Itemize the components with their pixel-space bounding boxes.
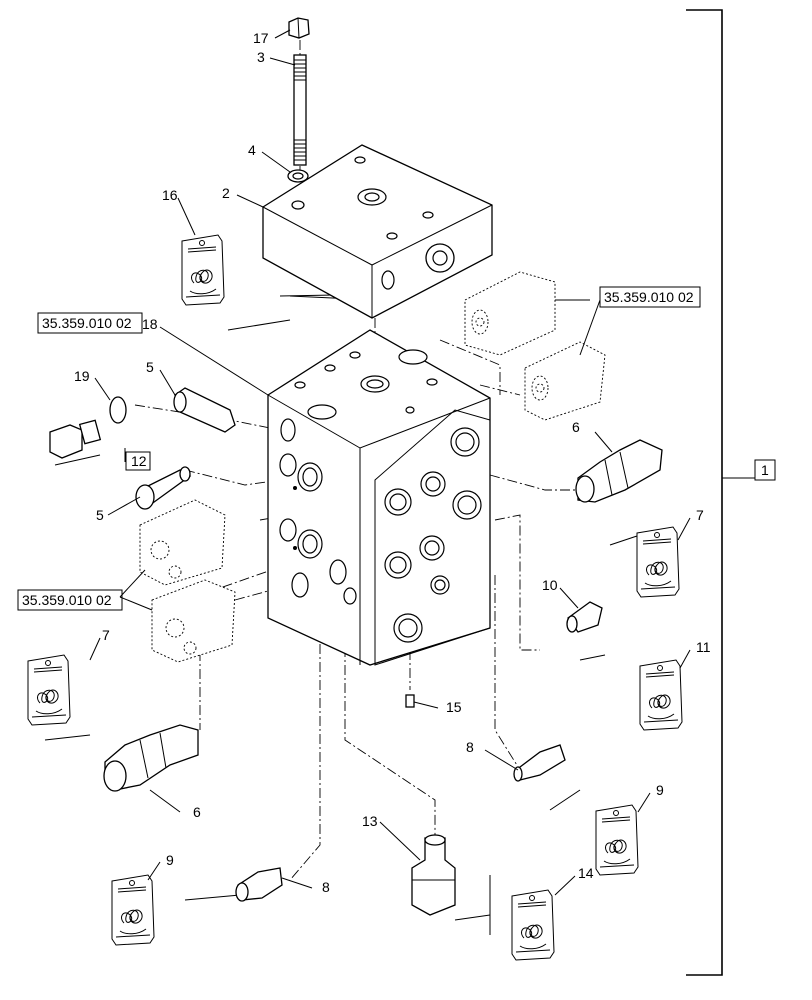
check-valve-13 [411, 834, 456, 916]
valve-body [267, 329, 491, 666]
callout-10: 10 [542, 577, 558, 593]
callout-5-upper: 5 [146, 359, 154, 375]
callout-12: 12 [131, 453, 147, 469]
phantom-module-left-lower [151, 579, 236, 663]
ref-box-top-right [599, 286, 701, 308]
callout-18: 18 [142, 316, 158, 332]
seal-kit-bag-icon [639, 659, 683, 731]
callout-14: 14 [578, 865, 594, 881]
seal-kit-bag-icon [27, 654, 71, 726]
plug-10 [566, 601, 603, 633]
cartridge-5-lower [135, 466, 192, 510]
callout-5-lower: 5 [96, 507, 104, 523]
ref-left-upper[interactable]: 35.359.010 02 [42, 315, 132, 331]
callout-17: 17 [253, 30, 269, 46]
cover-block-2 [262, 144, 493, 319]
callout-6-right: 6 [572, 419, 580, 435]
callout-8-right: 8 [466, 739, 474, 755]
stud-3 [293, 54, 307, 166]
valve-8-left [235, 867, 283, 902]
valve-8-right [513, 744, 566, 782]
callout-box-1 [754, 459, 776, 481]
callout-box-12 [125, 451, 151, 471]
callout-2: 2 [222, 185, 230, 201]
relief-valve-6-right [575, 439, 663, 503]
callout-15: 15 [446, 699, 462, 715]
ref-box-left-lower [17, 589, 123, 611]
callout-9-left: 9 [166, 852, 174, 868]
ref-top-right[interactable]: 35.359.010 02 [604, 289, 694, 305]
plug-19 [49, 419, 102, 459]
callout-16: 16 [162, 187, 178, 203]
seal-kit-bag-icon [181, 234, 225, 306]
callout-4: 4 [248, 142, 256, 158]
callout-7-left: 7 [102, 627, 110, 643]
nut-17 [288, 17, 310, 39]
callout-8-left: 8 [322, 879, 330, 895]
callout-7-right: 7 [696, 507, 704, 523]
phantom-module-lower [524, 341, 606, 421]
phantom-module-upper [464, 271, 556, 356]
callout-1: 1 [761, 462, 769, 478]
seal-kit-bag-icon [636, 526, 680, 598]
assembly-bracket [686, 9, 723, 976]
callout-11: 11 [696, 639, 711, 655]
phantom-module-left-upper [139, 499, 226, 586]
relief-valve-6-left [103, 724, 199, 792]
callout-9-right: 9 [656, 782, 664, 798]
seal-kit-bag-icon [595, 804, 639, 876]
cartridge-5-upper [173, 387, 236, 433]
callout-3: 3 [257, 49, 265, 65]
callout-19: 19 [74, 368, 90, 384]
callout-6-left: 6 [193, 804, 201, 820]
callout-13: 13 [362, 813, 378, 829]
ref-left-lower[interactable]: 35.359.010 02 [22, 592, 112, 608]
o-ring-19 [109, 396, 127, 424]
pin-15 [405, 694, 415, 708]
seal-kit-bag-icon [511, 889, 555, 961]
ref-box-left-upper [37, 312, 143, 334]
washer-4 [287, 169, 309, 183]
seal-kit-bag-icon [111, 874, 155, 946]
